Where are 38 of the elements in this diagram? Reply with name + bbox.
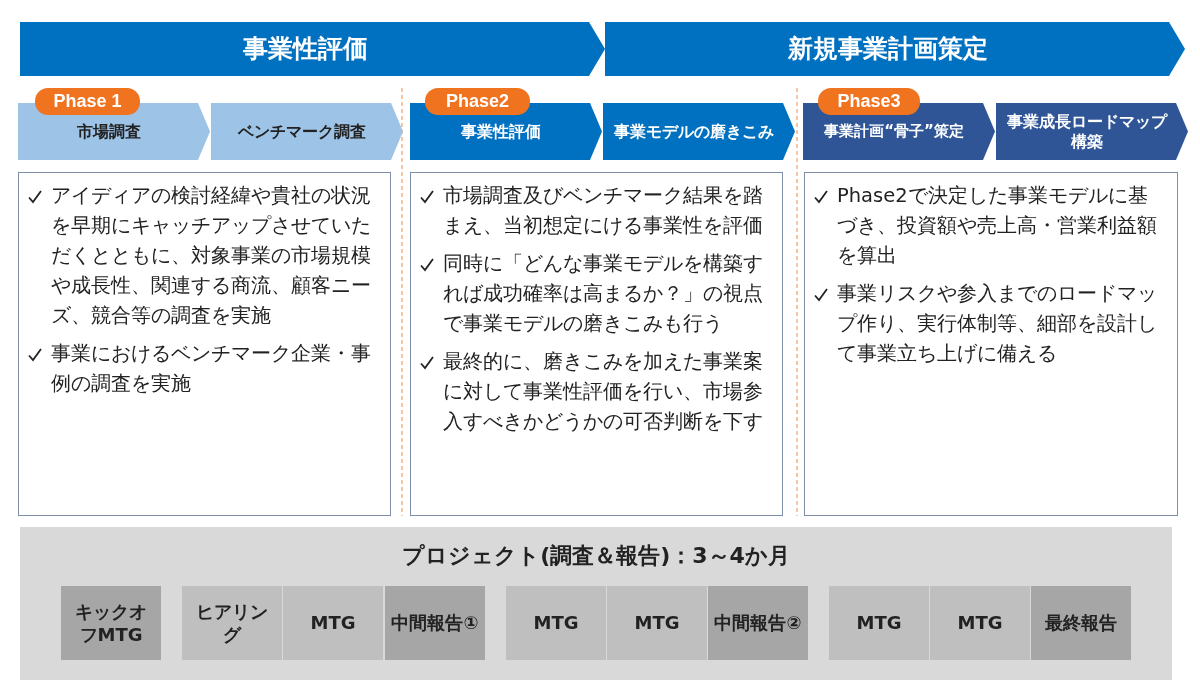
step-label: 事業モデルの磨きこみ (614, 121, 774, 142)
description-panel (410, 172, 783, 516)
bullet-text: 事業リスクや参入までのロードマップ作り、実行体制等、細部を設計して事業立ち上げに備える (837, 281, 1158, 367)
meeting-tile: 中間報告① (385, 586, 485, 660)
meeting-tile: MTG (829, 586, 929, 660)
bullet-text: 事業におけるベンチマーク企業・事例の調査を実施 (51, 341, 372, 397)
step-label: 新規事業計画策定 (788, 33, 988, 65)
step-label: 事業成長ロードマップ構築 (1006, 111, 1169, 152)
meeting-tile: 中間報告② (708, 586, 808, 660)
phase-badge: Phase2 (425, 88, 530, 115)
chevron-step (605, 22, 1185, 76)
chevron-step (211, 103, 403, 160)
meeting-tile: MTG (283, 586, 383, 660)
bullet-text: 同時に「どんな事業モデルを構築すれば成功確率は高まるか？」の視点で事業モデルの磨きこみも行う (443, 251, 764, 337)
chevron-step (603, 103, 795, 160)
bullet-text: 市場調査及びベンチマーク結果を踏まえ、当初想定にける事業性を評価 (443, 183, 764, 239)
chevron-step (996, 103, 1188, 160)
bullet-text: Phase2で決定した事業モデルに基づき、投資額や売上高・営業利益額を算出 (837, 183, 1158, 269)
meeting-tile: MTG (607, 586, 707, 660)
timeline-band (20, 527, 1172, 680)
description-panel (804, 172, 1178, 516)
meeting-tile: 最終報告 (1031, 586, 1131, 660)
phase-badge: Phase 1 (35, 88, 140, 115)
step-label: 市場調査 (77, 121, 141, 142)
step-label: ベンチマーク調査 (238, 121, 366, 142)
bullet-text: 最終的に、磨きこみを加えた事業案に対して事業性評価を行い、市場参入すべきかどうかの可否判断を下す (443, 349, 764, 435)
description-panel (18, 172, 391, 516)
phase-badge: Phase3 (818, 88, 920, 115)
step-label: 事業性評価 (243, 33, 368, 65)
meeting-tile: MTG (930, 586, 1030, 660)
chevron-step (20, 22, 605, 76)
bullet-text: アイディアの検討経緯や貴社の状況を早期にキャッチアップさせていただくとともに、対象事業の市場規模や成長性、関連する商流、顧客ニーズ、競合等の調査を実施 (51, 183, 372, 329)
meeting-tile: MTG (506, 586, 606, 660)
meeting-tile: キックオフMTG (61, 586, 161, 660)
step-label: 事業性評価 (461, 121, 541, 142)
meeting-tile: ヒアリング (182, 586, 282, 660)
step-label: 事業計画“骨子”策定 (824, 122, 964, 141)
band-title: プロジェクト(調査＆報告)：3～4か月 (401, 542, 791, 570)
